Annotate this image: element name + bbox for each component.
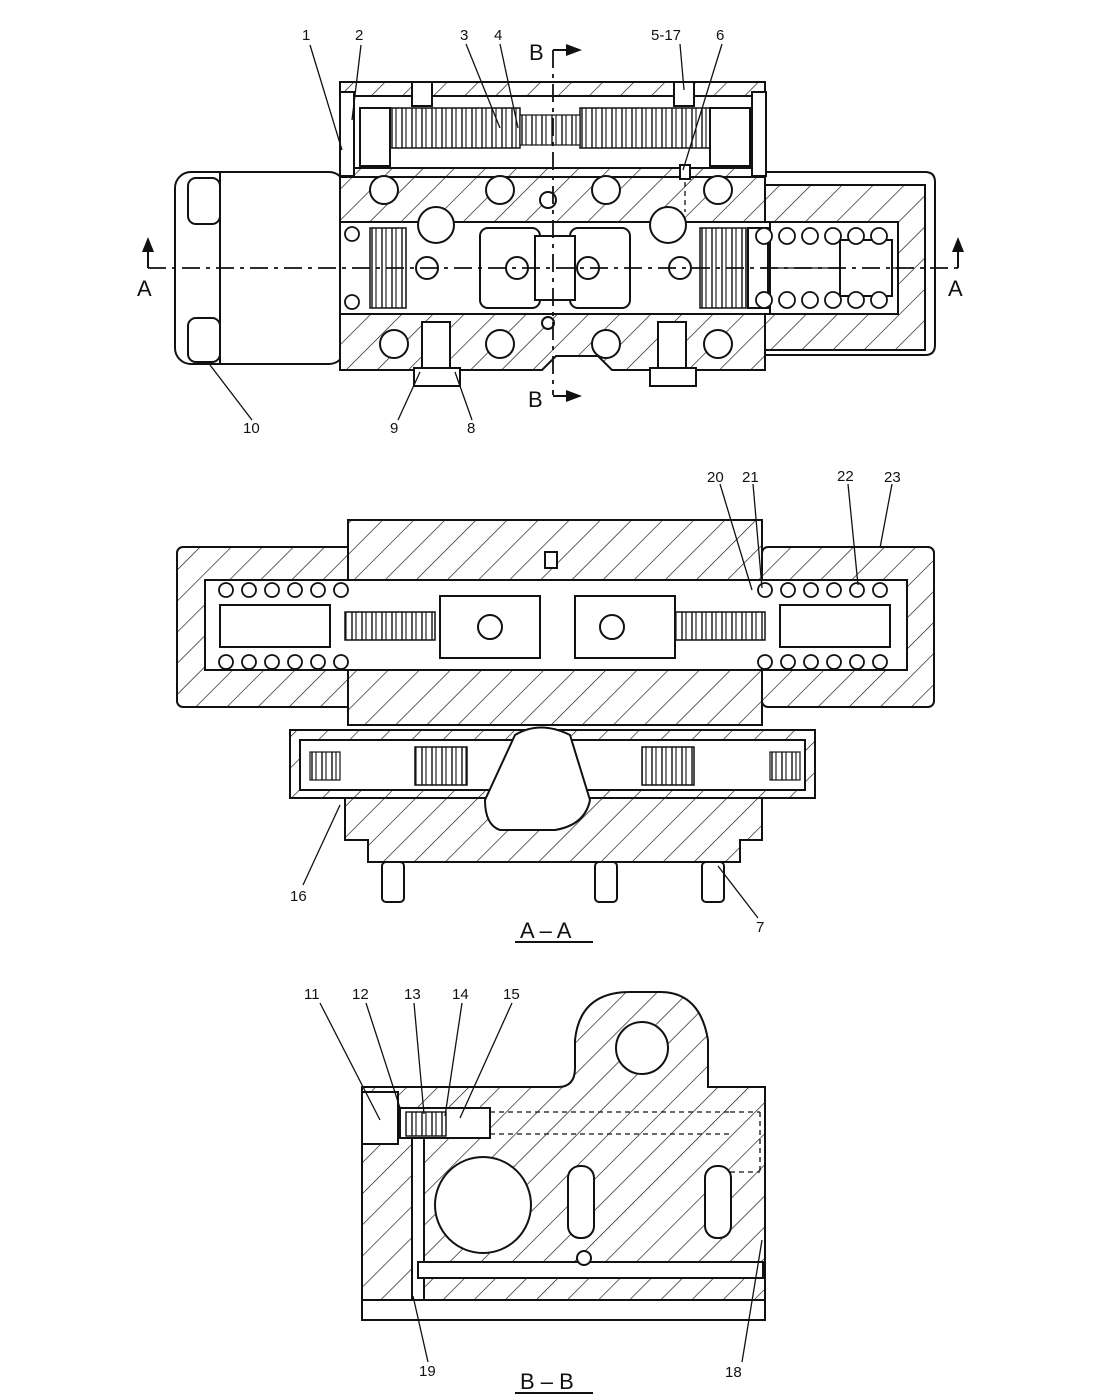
callout-23: 23 bbox=[884, 469, 901, 486]
callout-15: 15 bbox=[503, 986, 520, 1003]
callout-2: 2 bbox=[355, 27, 363, 44]
callout-22: 22 bbox=[837, 468, 854, 485]
section-marker-b-bottom: B bbox=[528, 387, 543, 412]
callout-4: 4 bbox=[494, 27, 502, 44]
callout-21: 21 bbox=[742, 469, 759, 486]
callout-18: 18 bbox=[725, 1364, 742, 1381]
leader-lines bbox=[209, 43, 893, 1363]
spring-coils-top bbox=[344, 226, 888, 310]
callout-12: 12 bbox=[352, 986, 369, 1003]
callout-6: 6 bbox=[716, 27, 724, 44]
callout-11: 11 bbox=[304, 986, 320, 1003]
callout-5-17: 5-17 bbox=[651, 27, 681, 44]
top-view bbox=[142, 44, 964, 402]
section-title-bb: B – B bbox=[520, 1369, 574, 1394]
callout-8: 8 bbox=[467, 420, 475, 437]
callout-3: 3 bbox=[460, 27, 468, 44]
section-marker-b-top: B bbox=[529, 40, 544, 65]
callout-10: 10 bbox=[243, 420, 260, 437]
callout-16: 16 bbox=[290, 888, 307, 905]
callout-19: 19 bbox=[419, 1363, 436, 1380]
section-title-aa: A – A bbox=[520, 918, 572, 943]
section-marker-a-right: A bbox=[948, 276, 963, 301]
callout-7: 7 bbox=[756, 919, 764, 936]
section-markers: A A B B bbox=[137, 40, 963, 412]
callout-14: 14 bbox=[452, 986, 469, 1003]
callout-9: 9 bbox=[390, 420, 398, 437]
section-bb-view bbox=[361, 991, 766, 1321]
callout-20: 20 bbox=[707, 469, 724, 486]
callout-1: 1 bbox=[302, 27, 310, 44]
callout-13: 13 bbox=[404, 986, 421, 1003]
callout-labels: 1 2 3 4 5-17 6 10 9 8 20 21 22 23 16 7 1… bbox=[243, 27, 901, 1381]
section-aa-view bbox=[176, 519, 935, 903]
view-titles: A – A B – B bbox=[515, 918, 593, 1394]
section-marker-a-left: A bbox=[137, 276, 152, 301]
